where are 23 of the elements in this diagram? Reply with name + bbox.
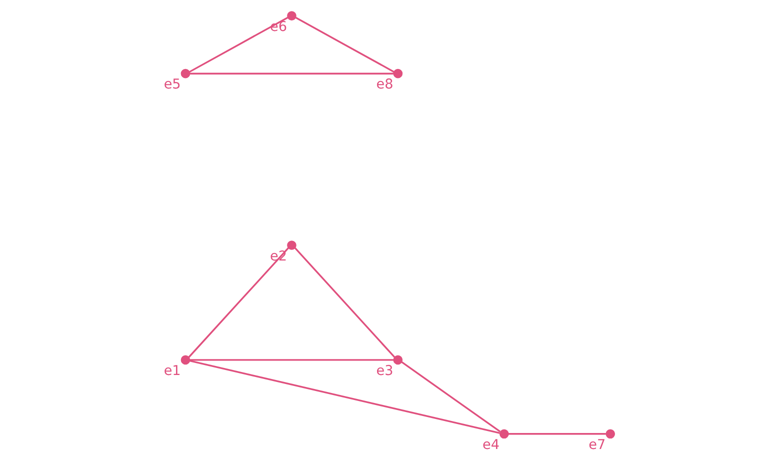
node-label: e3 [376,363,394,380]
node-circle [393,68,403,78]
connector [295,16,394,73]
node-circle [287,240,296,250]
connector [401,361,501,432]
node-label: e5 [164,76,181,93]
node-label: e7 [588,437,606,454]
node-circle [180,68,190,78]
node-circle [393,355,403,365]
connector [190,72,394,74]
connector [190,360,500,434]
node-circle [606,429,616,439]
connector [294,248,396,358]
node-label: e4 [482,437,500,454]
connector [508,433,606,435]
node-circle [287,11,296,20]
connector [188,247,289,358]
connector [189,16,288,73]
node-circle [180,355,190,365]
node-label: e1 [164,363,181,380]
node-label: e8 [376,76,394,93]
connector [190,359,394,361]
node-circle [499,429,509,439]
